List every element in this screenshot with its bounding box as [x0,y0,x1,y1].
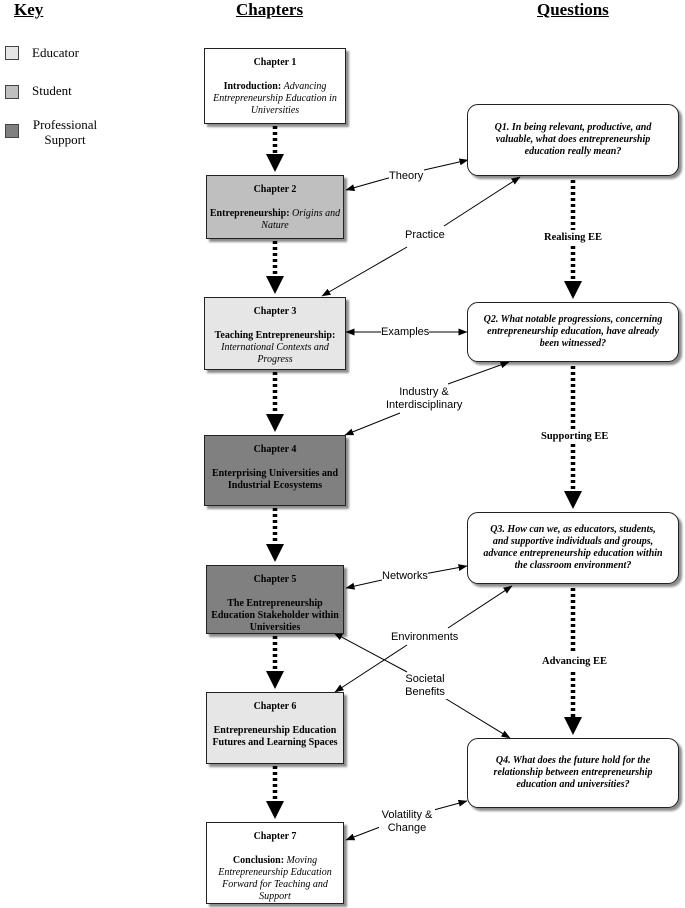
link-networks-to-ch5 [345,579,383,590]
chapter-2-box: Chapter 2 Entrepreneurship: Origins and … [206,175,344,239]
link-societal-to-ch5 [333,632,408,673]
link-practice-to-ch3 [321,246,408,297]
link-label-networks: Networks [382,570,428,583]
chapter-title: Enterprising Universities and Industrial… [211,468,339,491]
link-label-environments: Environments [391,631,459,644]
link-theory-to-q1 [423,158,469,171]
chapter-title: Teaching Entrepreneurship: [214,330,336,341]
flow-label-advancing: Advancing EE [541,654,609,669]
chapter-title: The Entrepreneurship Education Stakehold… [211,598,339,633]
flow-label-supporting: Supporting EE [540,429,610,444]
question-text: Q4. What does the future hold for the re… [493,755,653,790]
chapter-number: Chapter 7 [253,831,297,842]
question-1-box: Q1. In being relevant, productive, and v… [467,104,679,176]
chapter-3-box: Chapter 3 Teaching Entrepreneurship: Int… [204,297,346,370]
chapter-number: Chapter 1 [253,57,297,68]
link-practice-to-q1 [443,176,521,227]
question-text: Q2. What notable progressions, concernin… [483,314,663,349]
chapters-heading: Chapters [236,0,304,19]
chapter-6-box: Chapter 6 Entrepreneurship Education Fut… [206,692,344,764]
link-societal-to-q4 [442,696,511,739]
link-industry-to-q2 [447,361,510,385]
link-volatility-to-q4 [429,799,468,812]
link-label-volatility: Volatility & Change [379,809,435,835]
question-4-box: Q4. What does the future hold for the re… [467,738,679,808]
link-environments-to-ch6 [334,644,408,693]
link-industry-to-ch4 [344,412,401,436]
link-networks-to-q3 [423,564,468,575]
questions-heading: Questions [537,0,609,19]
chapter-title: Introduction: [223,81,282,92]
link-volatility-to-ch7 [345,826,381,841]
chapter-1-box: Chapter 1 Introduction: Advancing Entrep… [204,48,346,124]
chapter-title: Entrepreneurship Education Futures and L… [212,725,338,748]
question-text: Q3. How can we, as educators, students, … [483,524,663,571]
legend-swatch-student [5,85,19,99]
key-heading: Key [14,0,44,19]
chapter-subtitle: Origins and Nature [261,208,341,231]
legend-swatch-professional-support [5,124,19,138]
question-text: Q1. In being relevant, productive, and v… [494,122,652,157]
link-label-societal: Societal Benefits [399,673,451,699]
question-3-box: Q3. How can we, as educators, students, … [467,512,679,584]
legend-label-student: Student [32,83,72,98]
flow-label-realising: Realising EE [543,230,604,245]
chapter-subtitle: Advancing Entrepreneurship Education in … [213,81,337,116]
chapter-number: Chapter 2 [253,184,297,195]
chapter-number: Chapter 5 [253,574,297,585]
legend-label-educator: Educator [32,45,79,60]
legend-label-professional-support: Professional Support [32,117,98,147]
link-label-theory: Theory [389,170,424,183]
link-theory-to-ch2 [345,176,393,192]
link-label-industry: Industry & Interdisciplinary [386,386,463,412]
link-label-practice: Practice [405,229,445,242]
chapter-title: Entrepreneurship: [209,208,290,219]
link-label-examples: Examples [381,326,430,339]
question-2-box: Q2. What notable progressions, concernin… [467,302,679,362]
link-environments-to-q3 [447,585,513,629]
chapter-4-box: Chapter 4 Enterprising Universities and … [204,435,346,506]
chapter-number: Chapter 3 [253,306,297,317]
chapter-subtitle: International Contexts and Progress [221,342,329,365]
chapter-subtitle: Moving Entrepreneurship Education Forwar… [218,855,332,902]
chapter-7-box: Chapter 7 Conclusion: Moving Entrepreneu… [206,822,344,904]
chapter-number: Chapter 6 [253,701,297,712]
chapter-5-box: Chapter 5 The Entrepreneurship Education… [206,565,344,634]
chapter-number: Chapter 4 [253,444,297,455]
chapter-title: Conclusion: [232,855,285,866]
legend-swatch-educator [5,46,19,60]
